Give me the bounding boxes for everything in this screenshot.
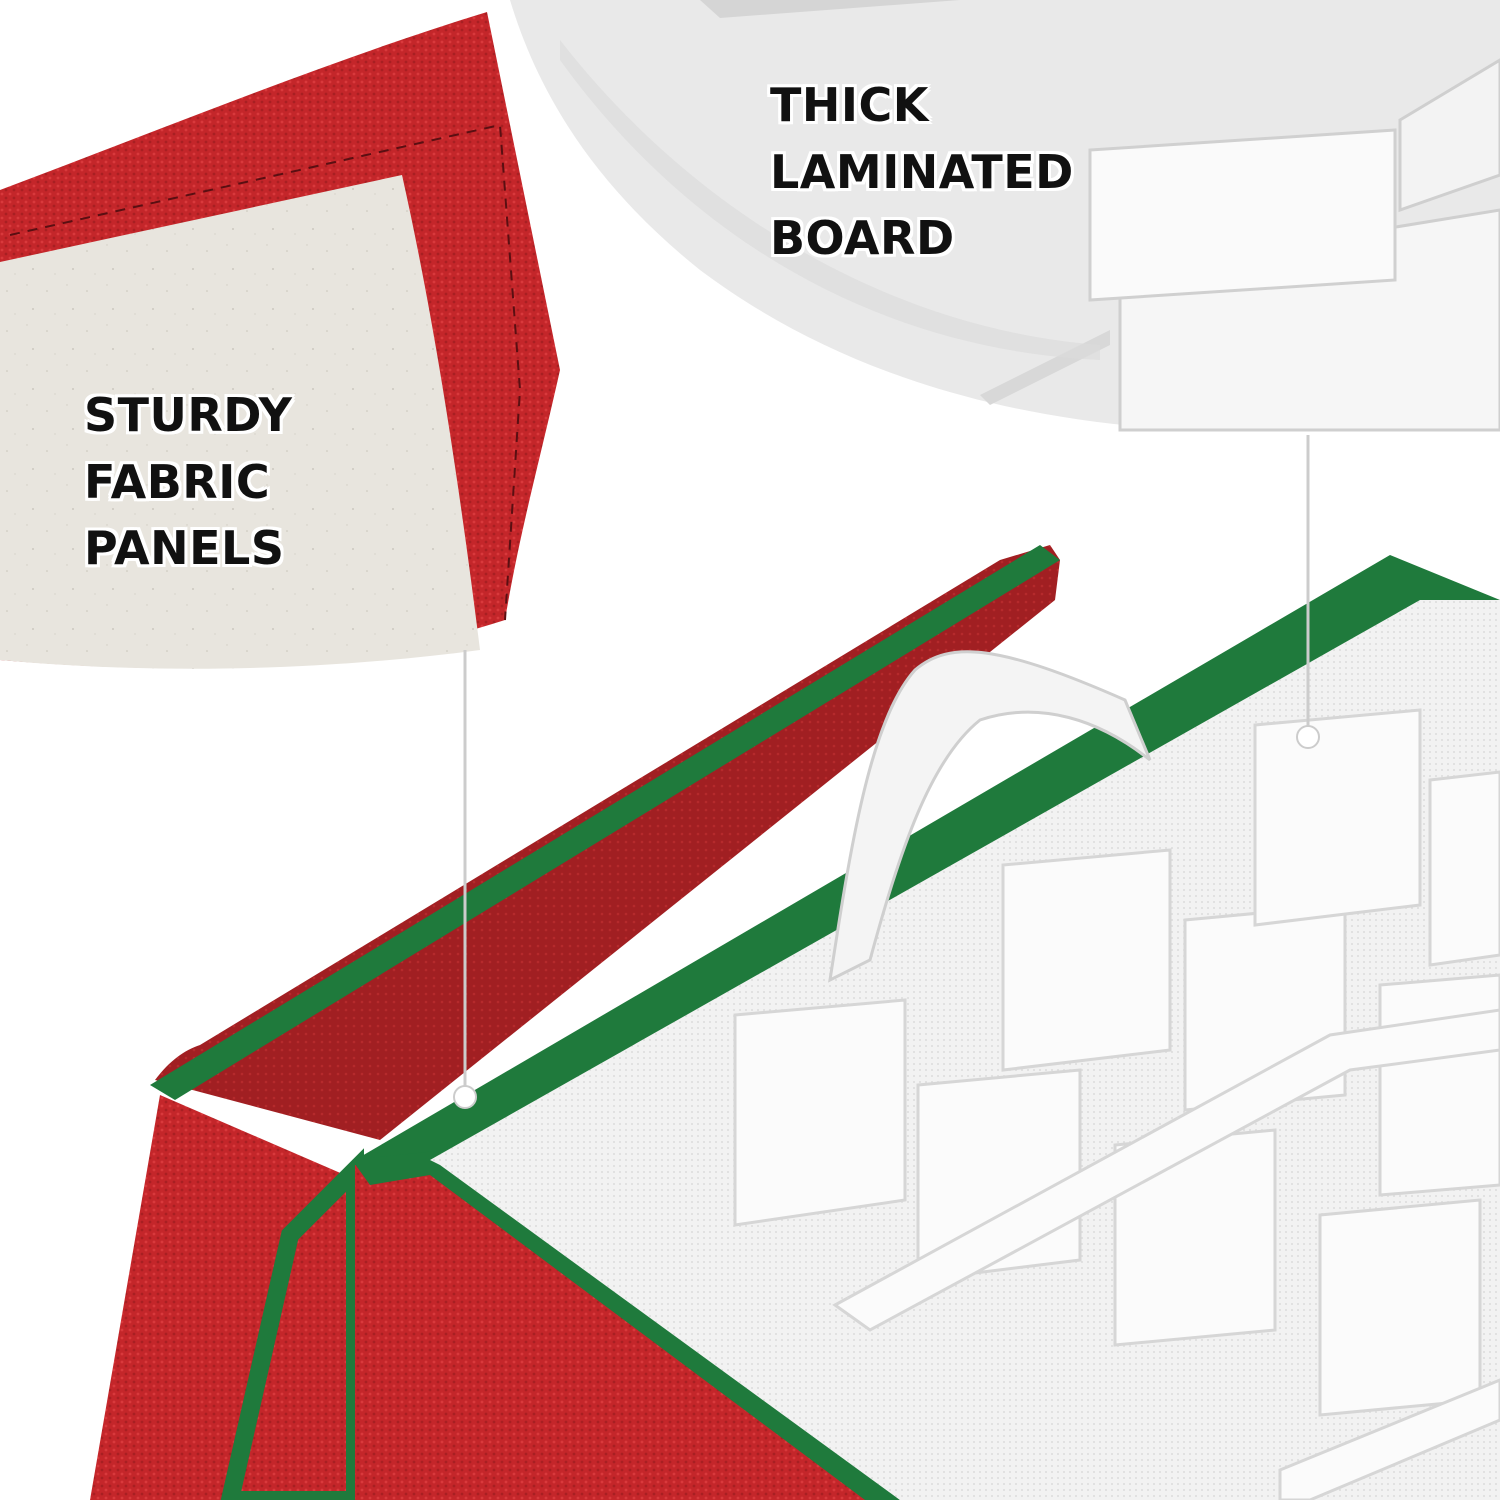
inset-cardboard	[0, 175, 480, 669]
carry-handle	[828, 650, 1152, 983]
box-front-trim	[352, 1150, 900, 1500]
inset-board-divider-2	[1088, 128, 1397, 302]
inset-stitch-line	[9, 123, 522, 621]
divider-panel	[1001, 848, 1172, 1072]
board-leader-dot	[1296, 725, 1320, 749]
divider-panel	[1253, 708, 1422, 927]
divider-rail	[1278, 1378, 1500, 1500]
fabric-panels-label: STURDY FABRIC PANELS	[84, 388, 293, 576]
divider-panel	[733, 998, 907, 1227]
divider-panel	[1378, 973, 1500, 1197]
cell-dividers	[733, 708, 1500, 1500]
inset-board-divider-4	[1398, 58, 1500, 213]
fabric-leader-dot	[453, 1085, 477, 1109]
box-lid-trim	[150, 545, 1060, 1100]
box-top-rim	[355, 555, 1500, 1160]
fabric-panel-inset	[0, 12, 560, 669]
laminated-board-inset	[510, 0, 1500, 432]
divider-panel	[1318, 1198, 1482, 1417]
divider-panel	[1428, 770, 1500, 967]
callout-leaders	[453, 435, 1320, 1109]
laminated-board-label: THICK LAMINATED BOARD	[770, 78, 1074, 266]
storage-box	[90, 545, 1500, 1500]
divider-rail	[832, 1008, 1500, 1332]
inset-board-divider-5	[700, 0, 960, 18]
